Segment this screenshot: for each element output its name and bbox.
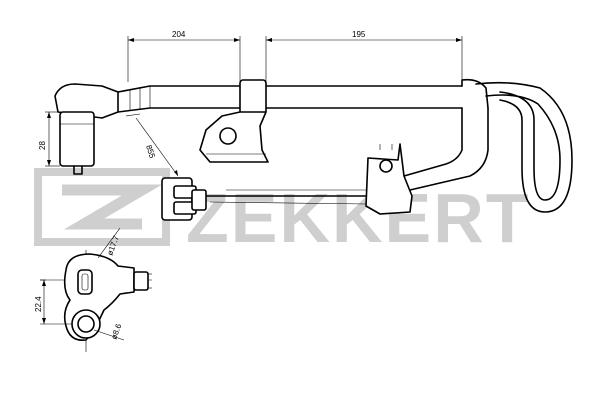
dim-label-8-6: ø8.6 <box>109 322 123 341</box>
watermark-brand-text: ZEKKERT <box>186 179 531 257</box>
zekkert-watermark: ZEKKERT <box>34 168 531 257</box>
dim-label-195: 195 <box>352 30 366 39</box>
electrical-connector <box>161 177 207 221</box>
connector-cable <box>199 189 367 205</box>
mounting-bracket-2 <box>365 143 413 215</box>
dim-label-22-4: 22.4 <box>34 296 43 312</box>
dimension-22-4: 22.4 <box>34 279 72 325</box>
dimension-28: 28 <box>38 111 60 167</box>
dimension-855: 855 <box>125 113 179 177</box>
watermark-emblem <box>34 168 170 246</box>
dim-label-855: 855 <box>144 144 157 160</box>
dim-label-28: 28 <box>38 141 47 150</box>
sensor-head <box>54 83 119 175</box>
mounting-bracket-1 <box>199 79 269 163</box>
dimension-195: 195 <box>265 30 463 82</box>
cable-sleeve <box>117 85 463 113</box>
sensor-detail-view <box>40 250 152 352</box>
cable-loop <box>403 78 573 213</box>
dimension-204: 204 <box>127 30 241 82</box>
dim-label-204: 204 <box>172 30 186 39</box>
